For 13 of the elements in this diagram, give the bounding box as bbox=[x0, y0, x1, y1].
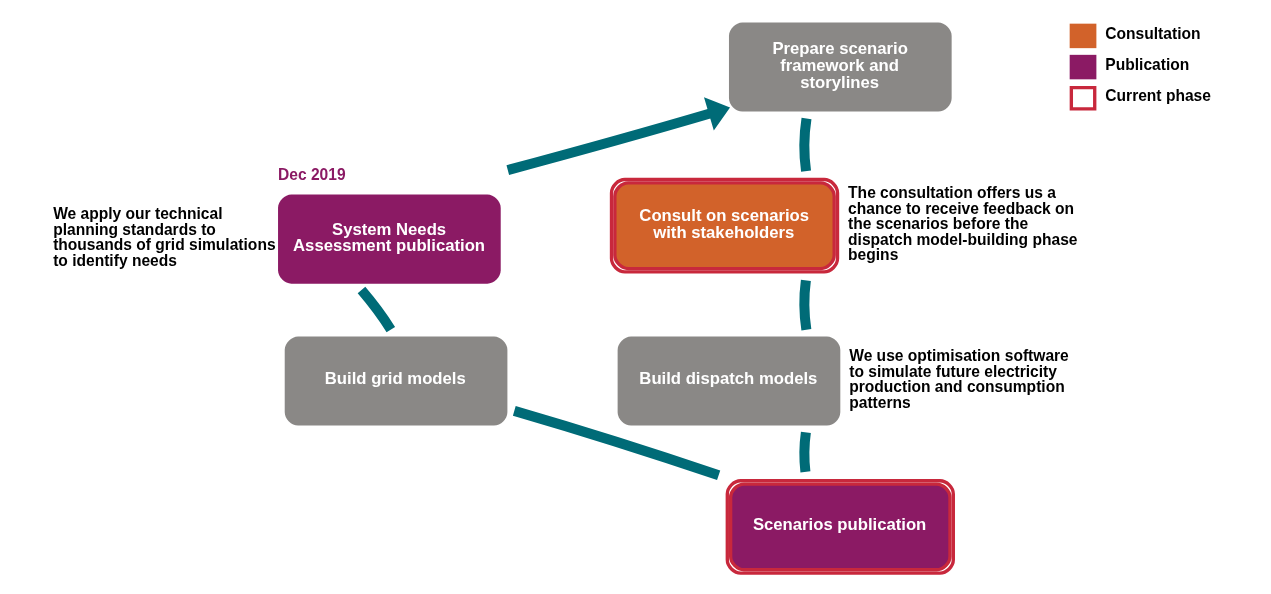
node-label: We apply our technical planning standards to thousands of grid simulations to identify needs bbox=[52, 205, 276, 270]
arrow bbox=[506, 97, 730, 175]
connector bbox=[357, 286, 395, 333]
connector bbox=[512, 406, 720, 481]
connector bbox=[798, 279, 811, 331]
node-label: We use optimisation software to simulate future electricity production and consumption patterns bbox=[848, 347, 1069, 412]
legend-label: Consultation bbox=[1104, 24, 1200, 42]
node-label: Dec 2019 bbox=[277, 166, 346, 184]
legend-label: Current phase bbox=[1104, 87, 1211, 105]
connector bbox=[798, 117, 811, 172]
legend-label: Publication bbox=[1104, 56, 1189, 74]
connector bbox=[798, 431, 811, 473]
node-label: The consultation offers us a chance to receive feedback on the scenarios before the dispatch model-building phase begins bbox=[847, 184, 1077, 264]
